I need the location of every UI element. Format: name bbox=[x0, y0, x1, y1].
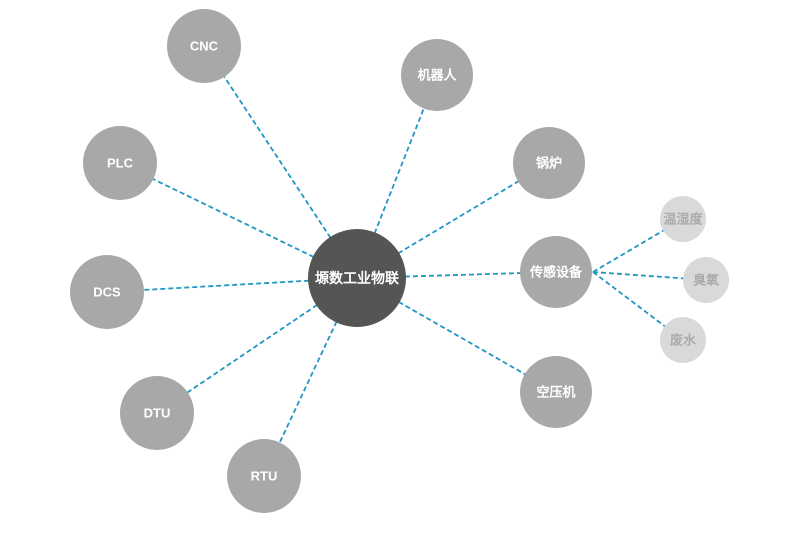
node-temp-humidity-circle bbox=[660, 196, 706, 242]
sensor-edges bbox=[592, 218, 707, 341]
node-wastewater[interactable]: 废水 bbox=[660, 317, 706, 363]
node-wastewater-label: 废水 bbox=[670, 333, 697, 348]
edge-sensor-wastewater bbox=[592, 271, 684, 341]
node-ozone[interactable]: 臭氧 bbox=[683, 257, 729, 303]
node-rtu[interactable]: RTU bbox=[227, 439, 301, 513]
edge-hub-cnc bbox=[203, 45, 358, 279]
edge-hub-compressor bbox=[356, 277, 557, 393]
node-boiler[interactable]: 锅炉 bbox=[513, 127, 585, 199]
edge-sensor-ozone bbox=[592, 271, 707, 281]
node-temp-humidity[interactable]: 温湿度 bbox=[660, 196, 706, 242]
node-dtu-label: DTU bbox=[144, 406, 171, 421]
node-boiler-label: 锅炉 bbox=[536, 156, 562, 171]
hub-node-label: 塬数工业物联 bbox=[315, 270, 400, 286]
node-robot-label: 机器人 bbox=[417, 68, 457, 83]
node-dcs-label: DCS bbox=[93, 285, 121, 300]
node-sensor-circle bbox=[520, 236, 592, 308]
node-ozone-circle bbox=[683, 257, 729, 303]
node-compressor-label: 空压机 bbox=[536, 385, 575, 400]
node-rtu-circle bbox=[227, 439, 301, 513]
node-compressor-circle bbox=[520, 356, 592, 428]
node-cnc-label: CNC bbox=[190, 39, 219, 54]
node-ozone-label: 臭氧 bbox=[693, 273, 719, 288]
node-plc-label: PLC bbox=[107, 156, 134, 171]
node-dcs[interactable]: DCS bbox=[70, 255, 144, 329]
node-dtu-circle bbox=[120, 376, 194, 450]
node-dtu[interactable]: DTU bbox=[120, 376, 194, 450]
edge-hub-boiler bbox=[356, 162, 550, 279]
node-boiler-circle bbox=[513, 127, 585, 199]
hub-node-circle bbox=[308, 229, 406, 327]
edge-sensor-temp-humidity bbox=[592, 218, 684, 273]
node-sensor-label: 传感设备 bbox=[529, 265, 583, 280]
node-compressor[interactable]: 空压机 bbox=[520, 356, 592, 428]
node-robot[interactable]: 机器人 bbox=[401, 39, 473, 111]
node-wastewater-circle bbox=[660, 317, 706, 363]
node-dcs-circle bbox=[70, 255, 144, 329]
node-rtu-label: RTU bbox=[251, 469, 278, 484]
node-cnc[interactable]: CNC bbox=[167, 9, 241, 83]
hub-node[interactable]: 塬数工业物联 bbox=[308, 229, 406, 327]
node-cnc-circle bbox=[167, 9, 241, 83]
node-robot-circle bbox=[401, 39, 473, 111]
node-plc-circle bbox=[83, 126, 157, 200]
node-plc[interactable]: PLC bbox=[83, 126, 157, 200]
node-temp-humidity-label: 温湿度 bbox=[663, 212, 703, 227]
node-sensor[interactable]: 传感设备 bbox=[520, 236, 592, 308]
